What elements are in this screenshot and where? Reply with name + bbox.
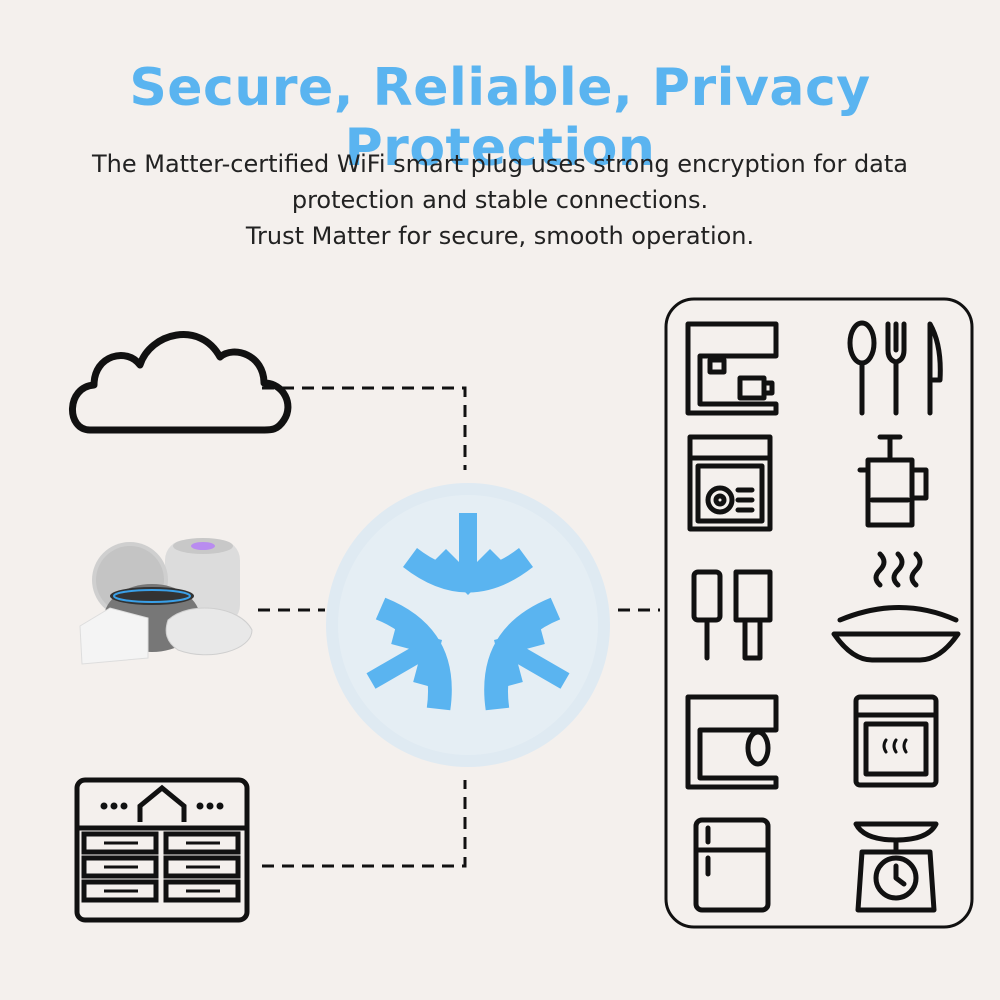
stand-mixer-icon xyxy=(685,694,779,790)
kettle-icon xyxy=(857,434,929,528)
smart-speakers-image xyxy=(79,538,253,665)
home-control-panel-icon xyxy=(74,777,250,923)
cloud-icon xyxy=(69,331,292,434)
connector-panel xyxy=(262,780,467,868)
description-line-2: protection and stable connections. xyxy=(291,186,709,214)
description-line-3: Trust Matter for secure, smooth operatio… xyxy=(245,222,755,250)
kitchen-scale-icon xyxy=(853,821,939,913)
connector-cloud xyxy=(262,386,467,470)
appliances-panel xyxy=(664,297,974,929)
refrigerator-icon xyxy=(693,817,771,913)
connector-lines xyxy=(258,386,660,868)
matter-logo xyxy=(326,483,610,767)
cutlery-icon xyxy=(847,320,943,416)
dishwasher-icon xyxy=(687,434,773,532)
page-title: Secure, Reliable, Privacy Protection xyxy=(129,58,871,178)
hot-dish-icon xyxy=(831,551,961,663)
description-line-1: The Matter-certified WiFi smart plug use… xyxy=(92,150,908,178)
page-description: The Matter-certified WiFi smart plug use… xyxy=(60,146,940,254)
kitchen-tools-icon xyxy=(691,569,773,661)
coffee-machine-icon xyxy=(685,321,779,416)
oven-icon xyxy=(853,694,939,788)
